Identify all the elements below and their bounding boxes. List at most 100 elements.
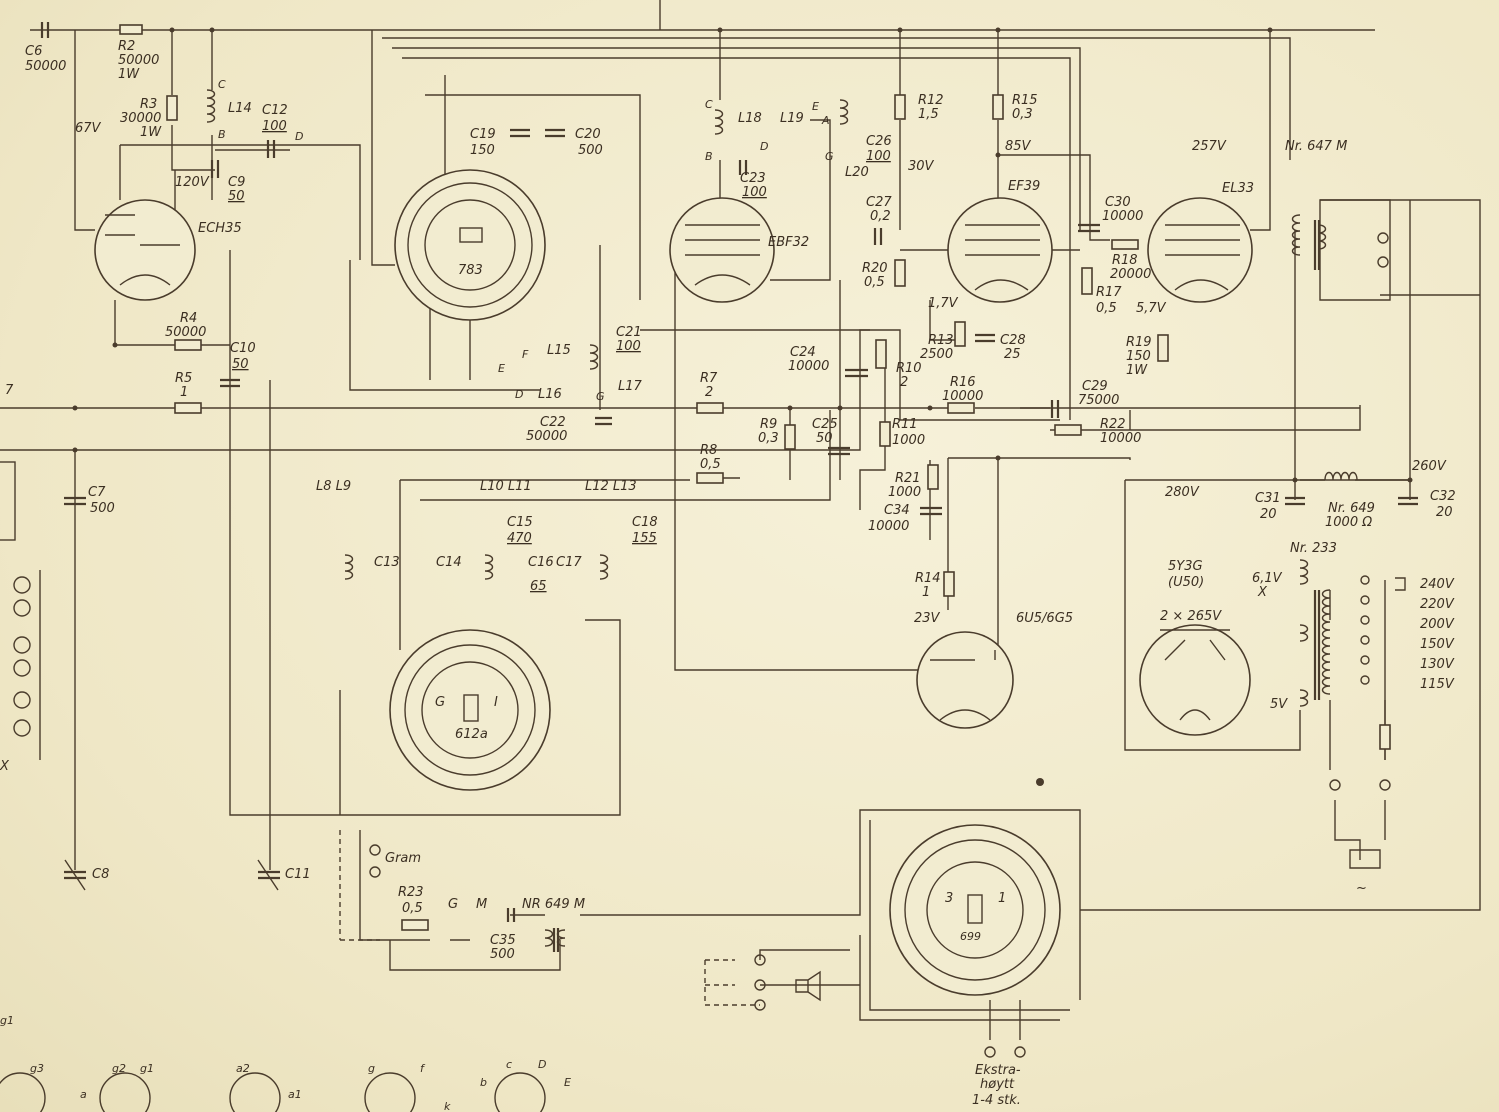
- tube-ech35: [94, 199, 196, 301]
- label-l19-e: E: [812, 100, 819, 113]
- label-l10-l11: L10 L11: [480, 479, 532, 494]
- note-ekstra: Ekstra-: [975, 1063, 1021, 1078]
- label-r18: R18: [1112, 253, 1138, 268]
- label-r9: R9: [760, 417, 777, 432]
- socket-label-f: f: [420, 1062, 426, 1075]
- label-r2: R2: [118, 39, 135, 54]
- label-switch-783: 783: [458, 263, 483, 278]
- label-r4-value: 50000: [165, 325, 206, 340]
- socket-label-g3: g3: [30, 1062, 44, 1075]
- label-r15-value: 0,3: [1012, 107, 1033, 122]
- socket-label-a1: a1: [288, 1088, 302, 1101]
- mains-115: 115V: [1420, 677, 1455, 692]
- label-c6-value: 50000: [25, 59, 66, 74]
- label-c22: C22: [540, 415, 566, 430]
- label-v120: 120V: [175, 175, 210, 190]
- label-l14: L14: [228, 101, 252, 116]
- label-r16: R16: [950, 375, 976, 390]
- label-r8: R8: [700, 443, 717, 458]
- label-r23: R23: [398, 885, 424, 900]
- label-c19: C19: [470, 127, 496, 142]
- label-c34: C34: [884, 503, 910, 518]
- label-c25: C25: [812, 417, 838, 432]
- socket-label-k: k: [444, 1100, 451, 1112]
- labels: C6 50000 R2 50000 1W R3 30000 1W 67V C L…: [0, 39, 1456, 1112]
- label-c17: C17: [556, 555, 582, 570]
- label-c14: C14: [436, 555, 462, 570]
- socket-label-a: a: [80, 1088, 87, 1101]
- socket-label-e: E: [564, 1076, 571, 1089]
- label-switch-699-1: 1: [998, 891, 1006, 906]
- label-c34-value: 10000: [868, 519, 909, 534]
- label-c35: C35: [490, 933, 516, 948]
- label-r14: R14: [915, 571, 941, 586]
- label-tr647: Nr. 647 M: [1285, 139, 1347, 154]
- label-r20: R20: [862, 261, 888, 276]
- label-c29: C29: [1082, 379, 1108, 394]
- label-switch-g: G: [448, 897, 458, 912]
- label-g: G: [596, 390, 605, 403]
- label-l18-c: C: [705, 98, 713, 111]
- label-v61: 6,1V: [1252, 571, 1283, 586]
- label-r7: R7: [700, 371, 718, 386]
- label-v57: 5,7V: [1136, 301, 1167, 316]
- label-c10-value: 50: [232, 357, 249, 372]
- label-r15: R15: [1012, 93, 1038, 108]
- label-r19: R19: [1126, 335, 1152, 350]
- label-c27-value: 0,2: [870, 209, 891, 224]
- label-v5: 5V: [1270, 697, 1288, 712]
- tube-5y3g: [1139, 624, 1251, 736]
- label-c13: C13: [374, 555, 400, 570]
- label-c9-value: 50: [228, 189, 245, 204]
- label-c28-value: 25: [1004, 347, 1021, 362]
- socket-label-g1a: g1: [0, 1014, 14, 1027]
- label-el33: EL33: [1222, 181, 1254, 196]
- label-r17: R17: [1096, 285, 1122, 300]
- label-c15: C15: [507, 515, 533, 530]
- label-r3-watt: 1W: [140, 125, 162, 140]
- label-c31-value: 20: [1260, 507, 1277, 522]
- label-l8-l9: L8 L9: [316, 479, 351, 494]
- tube-ebf32: [669, 197, 775, 303]
- tube-ef39: [947, 197, 1053, 303]
- label-r7-value: 2: [705, 385, 713, 400]
- label-c12-value: 100: [262, 119, 287, 134]
- label-switch-699-3: 3: [945, 891, 953, 906]
- label-c25-value: 50: [816, 431, 833, 446]
- tubes: [94, 197, 1253, 736]
- label-ebf32: EBF32: [768, 235, 809, 250]
- label-c22-value: 50000: [526, 429, 567, 444]
- switch-783: [394, 169, 546, 321]
- socket-label-g1b: g1: [140, 1062, 154, 1075]
- label-c24: C24: [790, 345, 816, 360]
- label-switch-m: M: [476, 897, 487, 912]
- label-l19-g: G: [825, 150, 834, 163]
- label-v280: 280V: [1165, 485, 1200, 500]
- label-rect-volt: 2 × 265V: [1160, 609, 1222, 624]
- socket-label-c: c: [506, 1058, 512, 1071]
- label-c26-value: 100: [866, 149, 891, 164]
- junctions: [72, 27, 1413, 483]
- capacitors: [40, 22, 1418, 922]
- label-x-heater: X: [1257, 585, 1268, 600]
- label-c21: C21: [616, 325, 642, 340]
- label-c10: C10: [230, 341, 256, 356]
- label-c28: C28: [1000, 333, 1026, 348]
- label-l18-d: D: [760, 140, 768, 153]
- label-r5: R5: [175, 371, 192, 386]
- label-nr649m: NR 649 M: [522, 897, 585, 912]
- label-r5-value: 1: [180, 385, 188, 400]
- mains-200: 200V: [1420, 617, 1455, 632]
- label-ef39: EF39: [1008, 179, 1040, 194]
- label-v30: 30V: [908, 159, 935, 174]
- label-l12-l13: L12 L13: [585, 479, 637, 494]
- label-l17: L17: [618, 379, 643, 394]
- label-r2-watt: 1W: [118, 67, 140, 82]
- label-c15-value: 470: [507, 531, 532, 546]
- label-c24-value: 10000: [788, 359, 829, 374]
- switch-612a: [389, 629, 551, 791]
- label-r2-value: 50000: [118, 53, 159, 68]
- label-l14-c: C: [218, 78, 226, 91]
- label-r11-value: 1000: [892, 433, 925, 448]
